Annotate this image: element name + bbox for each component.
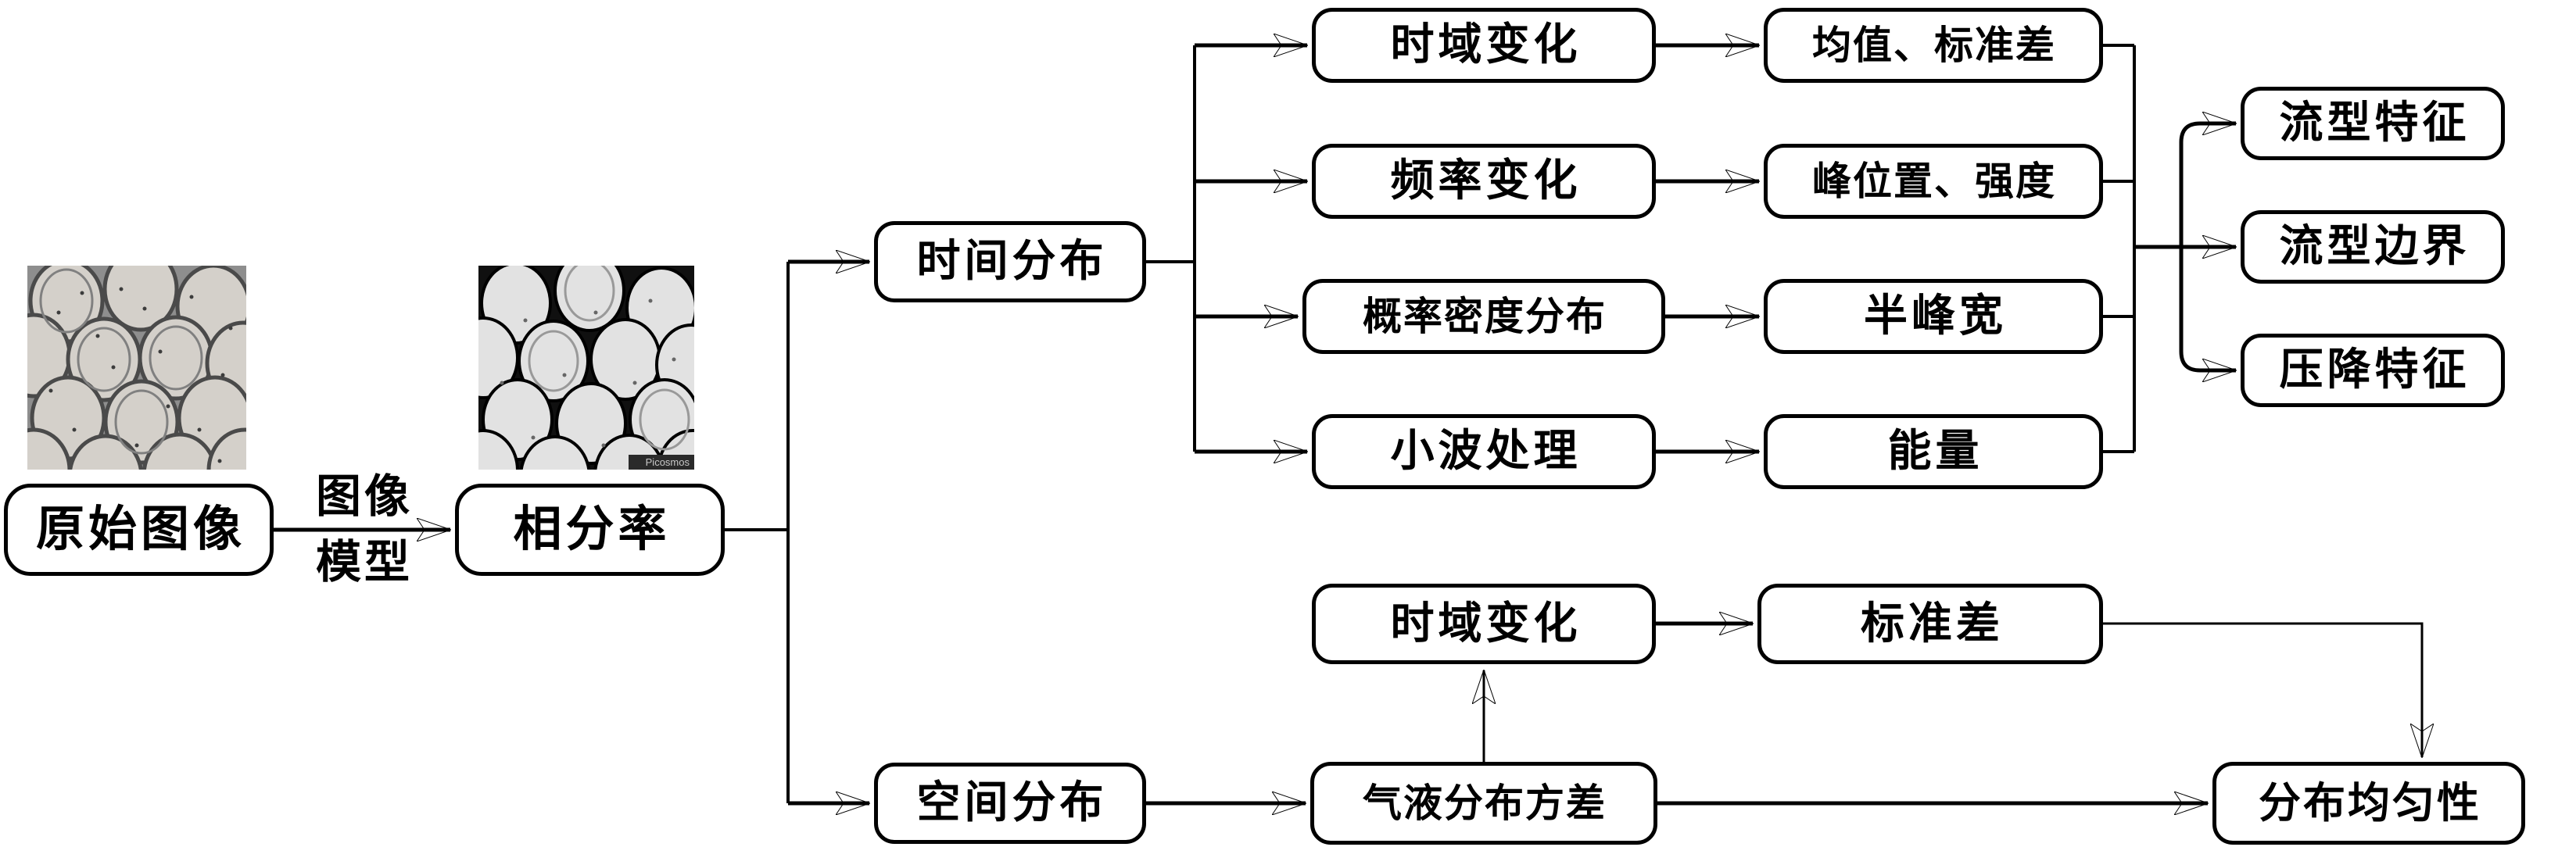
- sphere-shapes: [27, 266, 246, 470]
- node-phase-fraction: 相分率: [455, 484, 725, 576]
- edge-label-line1: 图像: [315, 471, 413, 522]
- edge-time-distribution-stem: [1146, 45, 1196, 452]
- node-flow-pattern-feature: 流型特征: [2241, 87, 2505, 160]
- node-label: 频率变化: [1390, 157, 1582, 205]
- node-pressure-drop-feature: 压降特征: [2241, 334, 2505, 407]
- node-space-distribution: 空间分布: [874, 763, 1146, 844]
- speckle-dots: [500, 298, 676, 448]
- node-label: 流型边界: [2279, 223, 2470, 271]
- node-label: 均值、标准差: [1812, 23, 2056, 67]
- node-wavelet-processing: 小波处理: [1312, 414, 1656, 489]
- node-label: 能量: [1887, 427, 1983, 476]
- node-label: 时域变化: [1390, 599, 1582, 649]
- edge-label-image-model: 图像 模型: [296, 464, 433, 595]
- node-time-domain-change-bottom: 时域变化: [1312, 584, 1656, 664]
- packed-spheres-photo-original: [27, 266, 246, 470]
- node-peak-position-intensity: 峰位置、强度: [1764, 144, 2103, 219]
- node-probability-density: 概率密度分布: [1302, 279, 1665, 354]
- node-standard-deviation: 标准差: [1757, 584, 2103, 664]
- sphere-shapes: [478, 266, 694, 470]
- edge-to-pressure-drop-feature: [2179, 247, 2236, 370]
- node-energy: 能量: [1764, 414, 2103, 489]
- node-label: 分布均匀性: [2259, 780, 2481, 827]
- node-original-image: 原始图像: [4, 484, 274, 576]
- node-half-peak-width: 半峰宽: [1764, 279, 2103, 354]
- sphere-rims: [39, 268, 203, 455]
- node-label: 压降特征: [2279, 346, 2470, 395]
- node-label: 小波处理: [1390, 427, 1582, 476]
- node-label: 标准差: [1861, 599, 2004, 649]
- node-frequency-change: 频率变化: [1312, 144, 1656, 219]
- node-time-domain-change-top: 时域变化: [1312, 8, 1656, 83]
- photo-watermark: Picosmos: [629, 455, 694, 470]
- edge-to-flow-pattern-feature: [2179, 123, 2236, 247]
- node-label: 半峰宽: [1864, 292, 2007, 341]
- node-label: 时间分布: [916, 238, 1108, 286]
- node-label: 相分率: [513, 503, 671, 556]
- node-label: 时域变化: [1390, 21, 1582, 70]
- node-label: 流型特征: [2279, 99, 2470, 148]
- node-label: 概率密度分布: [1363, 295, 1607, 338]
- edge-label-line2: 模型: [315, 537, 413, 588]
- node-label: 峰位置、强度: [1812, 159, 2056, 203]
- node-label: 空间分布: [916, 779, 1108, 827]
- node-mean-std: 均值、标准差: [1764, 8, 2103, 83]
- node-label: 气液分布方差: [1363, 781, 1607, 825]
- node-time-distribution: 时间分布: [874, 221, 1146, 302]
- node-distribution-uniformity: 分布均匀性: [2212, 762, 2525, 845]
- edge-std-to-uniformity: [2103, 622, 2422, 757]
- node-flow-pattern-boundary: 流型边界: [2241, 210, 2505, 284]
- node-label: 原始图像: [35, 503, 245, 556]
- node-gas-liquid-variance: 气液分布方差: [1310, 762, 1657, 845]
- speckle-dots: [48, 287, 233, 463]
- edge-phase-branch-stem: [725, 262, 790, 803]
- packed-spheres-photo-processed: Picosmos: [478, 266, 694, 470]
- sphere-rims: [528, 266, 690, 451]
- svg-text:Picosmos: Picosmos: [646, 456, 690, 468]
- edge-results-collect: [2103, 44, 2136, 453]
